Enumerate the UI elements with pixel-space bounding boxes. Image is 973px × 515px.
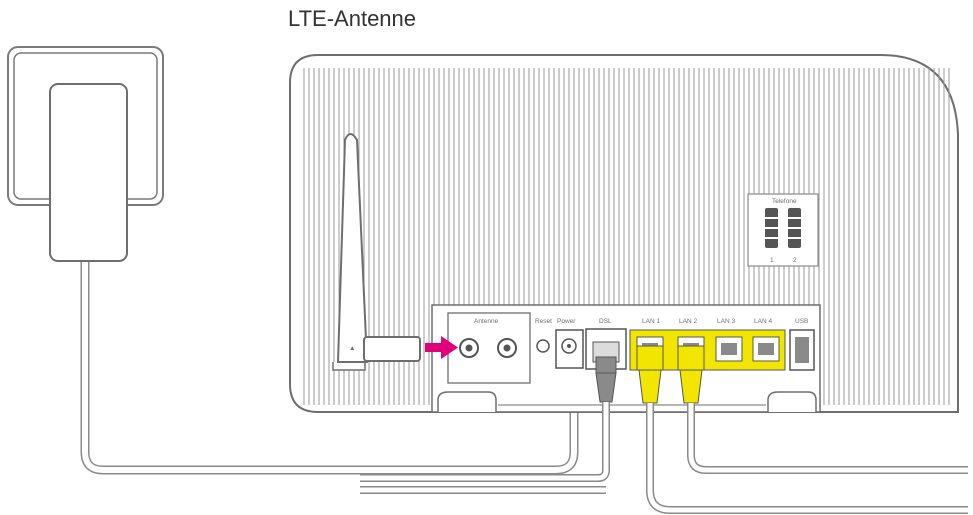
arrow-right-icon <box>425 336 458 359</box>
usb-port: USB <box>789 318 815 371</box>
lan-label-3: LAN 3 <box>717 318 735 325</box>
lan-label-1: LAN 1 <box>642 318 660 325</box>
telefone-label: Telefone <box>772 198 797 205</box>
telefone-number-2: 2 <box>793 257 797 264</box>
usb-icon: USB <box>795 318 808 325</box>
cables <box>360 402 968 514</box>
power-adapter <box>7 46 164 262</box>
telefone-number-1: 1 <box>770 257 774 264</box>
lan-socket-inner-3 <box>721 343 737 355</box>
lan-socket-inner-4 <box>758 343 774 355</box>
antenne-label: Antenne <box>474 318 499 325</box>
dsl-label: DSL <box>599 318 612 325</box>
power-label: Power <box>557 318 576 325</box>
svg-text:▲: ▲ <box>349 345 355 352</box>
antenne-ports: Antenne <box>447 312 531 384</box>
reset-power-ports: Reset Power <box>535 318 584 369</box>
lan-label-4: LAN 4 <box>754 318 772 325</box>
diagram-title: LTE-Antenne <box>288 6 417 31</box>
reset-label: Reset <box>535 318 552 325</box>
lan-plugs <box>636 345 705 404</box>
lan-label-2: LAN 2 <box>679 318 697 325</box>
lte-antenna: ▲ <box>332 133 421 371</box>
telefone-ports: Telefone 1 2 <box>747 193 819 267</box>
dsl-port: DSL <box>585 318 627 403</box>
